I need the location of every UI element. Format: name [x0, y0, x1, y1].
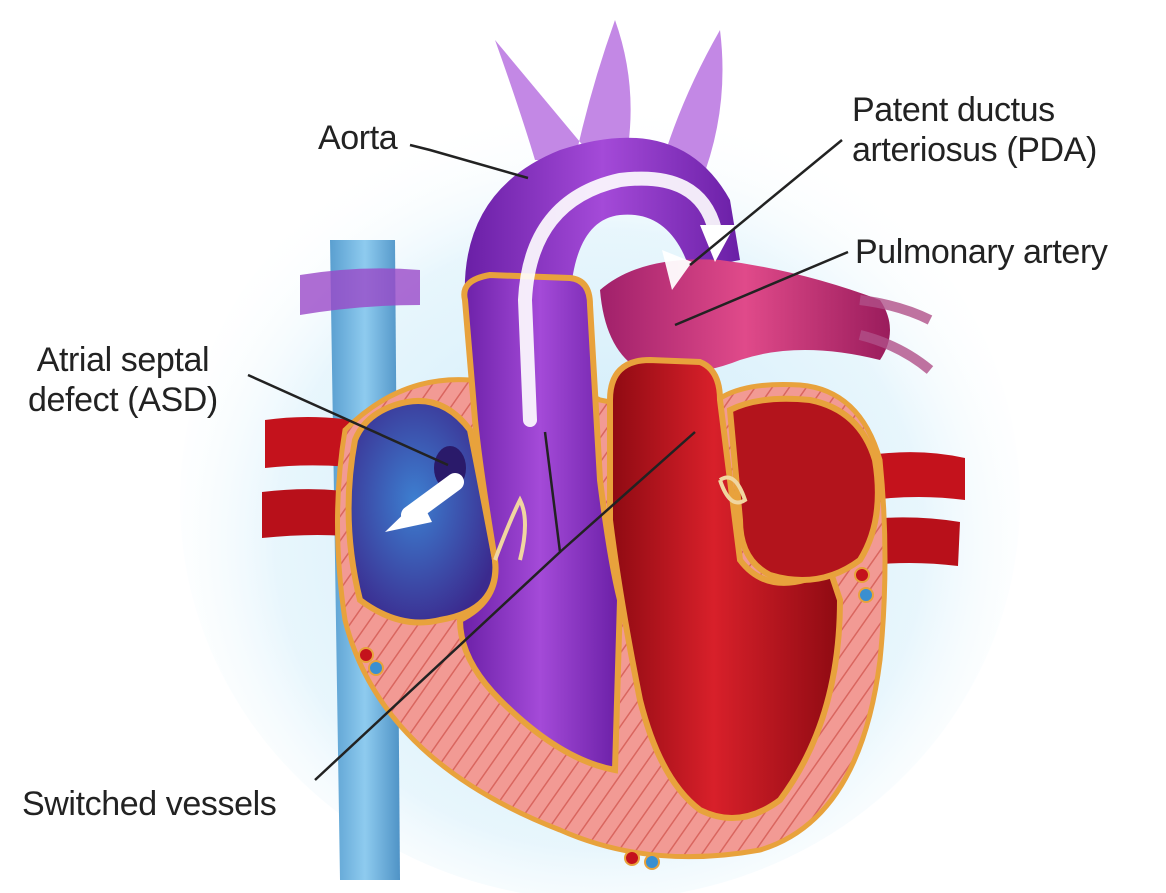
- label-pda-line-1: Patent ductus: [852, 90, 1097, 130]
- label-pulmonary-artery-text: Pulmonary artery: [855, 232, 1107, 272]
- left-atrium: [730, 399, 878, 580]
- label-patent-ductus-arteriosus: Patent ductus arteriosus (PDA): [852, 90, 1097, 170]
- label-asd-line-1: Atrial septal: [28, 340, 218, 380]
- coronary-dot-2: [369, 661, 383, 675]
- label-aorta: Aorta: [318, 118, 397, 158]
- coronary-dot-1: [359, 648, 373, 662]
- coronary-dot-4: [859, 588, 873, 602]
- coronary-dot-6: [645, 855, 659, 869]
- label-switched-vessels: Switched vessels: [22, 784, 276, 824]
- label-asd-line-2: defect (ASD): [28, 380, 218, 420]
- label-switched-vessels-text: Switched vessels: [22, 784, 276, 824]
- label-pda-line-2: arteriosus (PDA): [852, 130, 1097, 170]
- label-pulmonary-artery: Pulmonary artery: [855, 232, 1107, 272]
- coronary-dot-3: [855, 568, 869, 582]
- label-aorta-text: Aorta: [318, 118, 397, 158]
- label-atrial-septal-defect: Atrial septal defect (ASD): [28, 340, 218, 420]
- coronary-dot-5: [625, 851, 639, 865]
